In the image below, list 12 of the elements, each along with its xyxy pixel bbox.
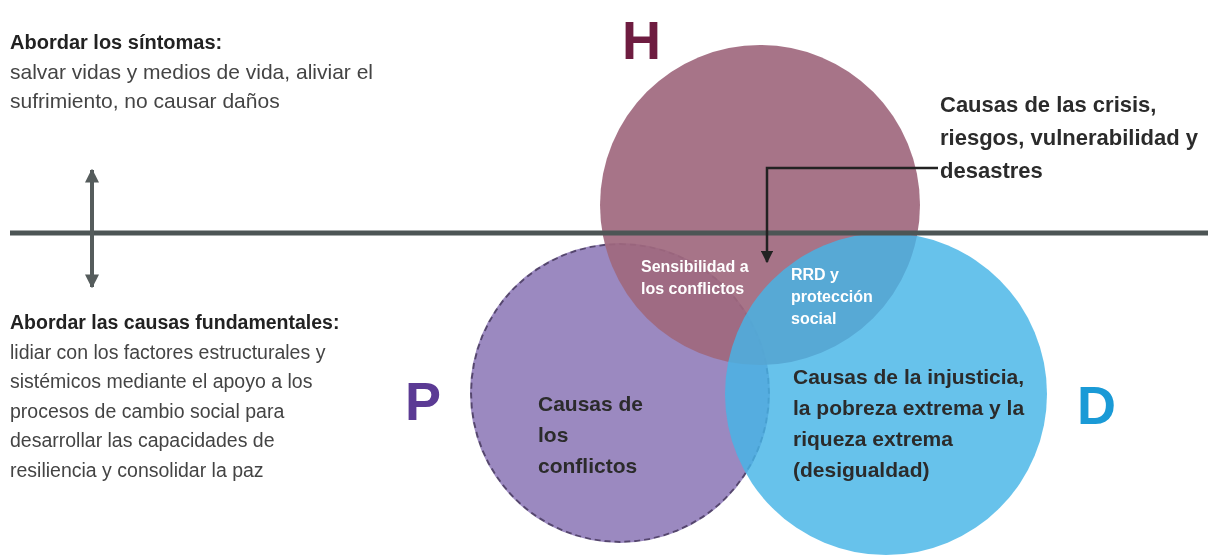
circle-letter: H	[622, 10, 661, 70]
body-text: salvar vidas y medios de vida, aliviar el sufrimiento, no causar daños	[10, 59, 374, 114]
circle-caption: Causas de los conflictos	[538, 391, 645, 479]
body-text: Abordar las causas fundamentales: lidiar con los factores estructurales y sistémicos mediante el apoyo a los procesos de cambio social para desarrollar las capacidades de resiliencia y consolidar la paz	[10, 310, 341, 483]
overlap-label: RRD y protección social	[791, 265, 874, 329]
overlap-label: Sensibilidad a los conflictos	[641, 257, 750, 299]
circle-caption: Causas de la injusticia, la pobreza extrema y la riqueza extrema (desigualdad)	[793, 364, 1026, 483]
heading-text: Abordar los síntomas:	[10, 30, 223, 55]
leader-arrow	[760, 166, 938, 264]
circle-letter: P	[405, 371, 442, 431]
circle-letter: D	[1077, 375, 1116, 435]
callout-text: Causas de las crisis, riesgos, vulnerabilidad y desastres	[940, 91, 1199, 185]
